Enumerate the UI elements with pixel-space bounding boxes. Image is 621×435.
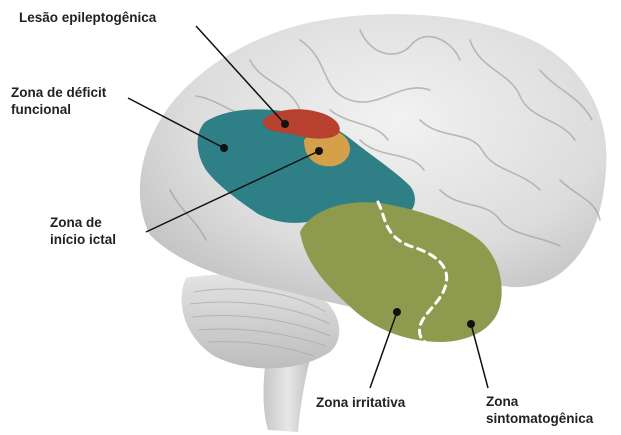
label-zona-inicio-ictal: Zona de início ictal [50,214,116,248]
label-sint-line1: Zona [486,393,593,410]
leader-sintomatogenica [471,324,488,388]
dot-irritativa [393,308,401,316]
dot-inicio [315,147,323,155]
label-lesao-epileptogenica: Lesão epileptogênica [19,9,156,26]
dot-lesao [281,120,289,128]
label-lesao-text: Lesão epileptogênica [19,9,156,26]
dot-sintomatogenica [467,320,475,328]
label-irritativa-text: Zona irritativa [316,394,405,411]
label-inicio-line1: Zona de [50,214,116,231]
dot-deficit [220,144,228,152]
label-sint-line2: sintomatogênica [486,410,593,427]
label-zona-sintomatogenica: Zona sintomatogênica [486,393,593,427]
label-deficit-line1: Zona de déficit [11,84,106,101]
label-inicio-line2: início ictal [50,231,116,248]
label-zona-deficit: Zona de déficit funcional [11,84,106,118]
label-zona-irritativa: Zona irritativa [316,394,405,411]
label-deficit-line2: funcional [11,101,106,118]
